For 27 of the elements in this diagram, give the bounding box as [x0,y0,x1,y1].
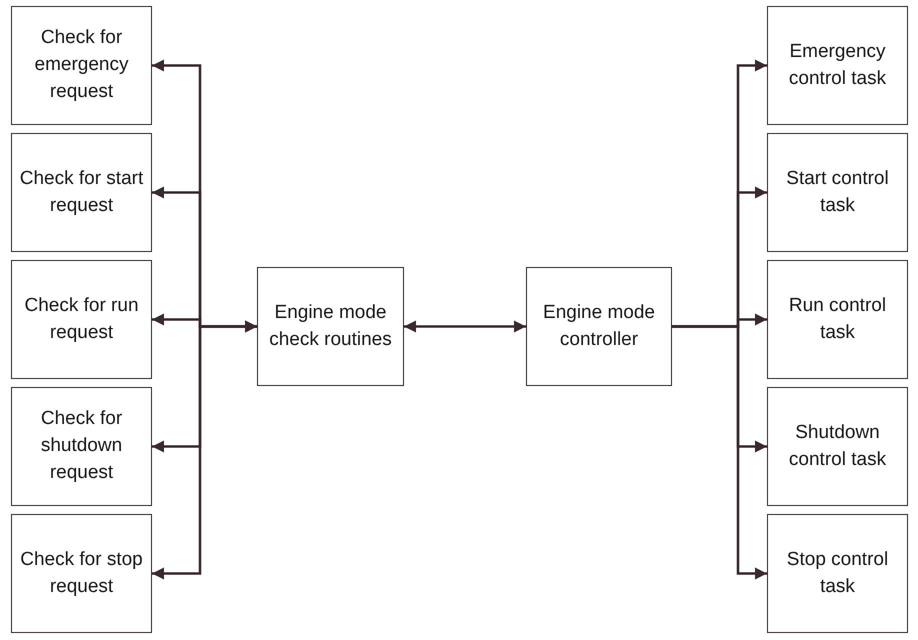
arrow [404,320,526,332]
box-label: Run control task [788,294,888,344]
box-label: Start control task [785,166,890,218]
process-box [767,133,908,252]
box-label: Check for shutdown request [40,407,124,485]
box-label: Stop control task [786,548,890,598]
process-box [767,260,908,379]
process-box [11,514,152,633]
box-label: Check for emergency request [34,26,130,104]
box-label: Engine mode check routines [268,300,393,352]
box-label: Engine mode controller [542,300,656,352]
process-box [526,267,672,386]
process-box [11,260,152,379]
box-label: Check for run request [23,294,140,344]
process-box [11,133,152,252]
arrow [672,325,767,580]
process-box [767,514,908,633]
box-label: Check for start request [18,166,144,218]
process-box [11,6,152,125]
box-label: Shutdown control task [788,420,888,472]
process-box [767,6,908,125]
process-box [257,267,404,386]
process-box [767,387,908,506]
arrow [152,320,257,580]
process-box [11,387,152,506]
box-label: Check for stop request [19,548,144,598]
box-label: Emergency control task [788,40,888,90]
